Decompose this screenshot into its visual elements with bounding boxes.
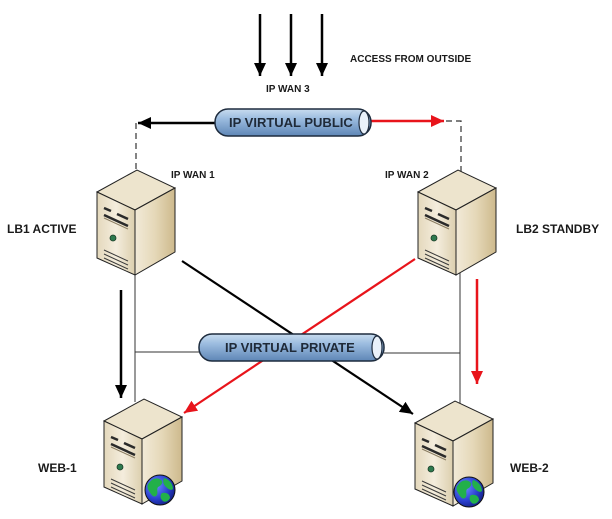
lb2-server[interactable] — [416, 168, 498, 277]
wan2-label: IP WAN 2 — [385, 170, 429, 181]
lb2-label: LB2 STANDBY — [516, 222, 599, 236]
globe-icon — [453, 476, 485, 508]
private-vip-tube[interactable]: IP VIRTUAL PRIVATE — [198, 333, 385, 362]
server-icon — [416, 168, 498, 277]
lb2-dashed-link — [446, 120, 462, 172]
globe-icon — [144, 474, 176, 506]
lb1-server[interactable] — [95, 168, 177, 277]
access-from-outside-label: ACCESS FROM OUTSIDE — [350, 54, 471, 65]
private-vip-label: IP VIRTUAL PRIVATE — [225, 340, 355, 355]
inbound-arrows — [254, 14, 328, 76]
web1-server[interactable] — [102, 397, 184, 506]
server-icon — [95, 168, 177, 277]
web2-label: WEB-2 — [510, 461, 549, 475]
wan3-label: IP WAN 3 — [266, 84, 310, 95]
web2-server[interactable] — [413, 399, 495, 508]
public-vip-label: IP VIRTUAL PUBLIC — [229, 115, 353, 130]
public-vip-tube[interactable]: IP VIRTUAL PUBLIC — [214, 108, 372, 137]
lb1-label: LB1 ACTIVE — [7, 222, 77, 236]
web1-label: WEB-1 — [38, 461, 77, 475]
wan1-label: IP WAN 1 — [171, 170, 215, 181]
